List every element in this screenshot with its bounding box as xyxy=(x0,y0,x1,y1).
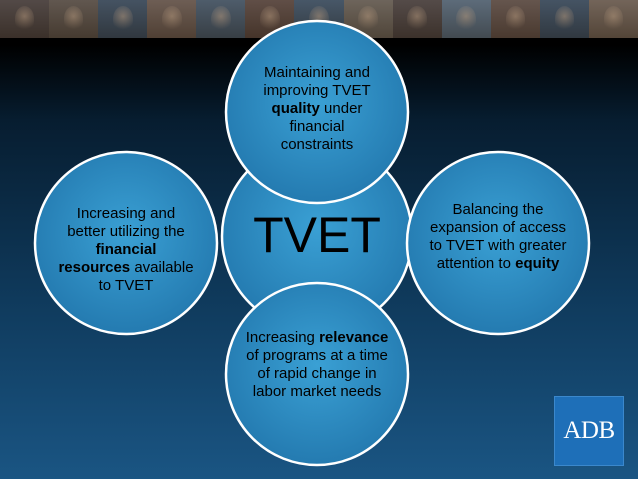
bottom-circle xyxy=(224,281,410,467)
center-label: TVET xyxy=(253,207,381,263)
photo-face xyxy=(98,0,148,38)
bottom-node-text-part: of programs at a time of rapid change in… xyxy=(246,347,388,400)
top-node-text-part: under financial constraints xyxy=(280,100,363,153)
photo-face xyxy=(196,0,246,38)
top-circle xyxy=(224,19,410,205)
top-node-text-part: Maintaining and improving TVET xyxy=(263,64,371,99)
right-node-text: Balancing the expansion of access to TVE… xyxy=(426,201,570,273)
adb-logo-text: ADB xyxy=(563,417,615,444)
photo-face xyxy=(490,0,540,38)
photo-face xyxy=(0,0,50,38)
bottom-node-emphasis: relevance xyxy=(319,329,389,346)
right-circle xyxy=(405,150,591,336)
left-circle xyxy=(33,150,219,336)
top-node-text: Maintaining and improving TVET quality u… xyxy=(252,64,382,154)
photo-face xyxy=(147,0,197,38)
header-photo-strip xyxy=(0,0,638,38)
photo-face xyxy=(441,0,491,38)
left-node-text-part: Increasing and better utilizing the xyxy=(67,205,185,240)
left-node-text-part: available to TVET xyxy=(98,259,194,294)
photo-face xyxy=(539,0,589,38)
left-node-emphasis: financial resources xyxy=(58,241,157,276)
top-node-emphasis: quality xyxy=(271,100,320,117)
photo-face xyxy=(392,0,442,38)
right-node-text-part: Balancing the expansion of access to TVE… xyxy=(429,201,567,272)
photo-face xyxy=(588,0,638,38)
photo-face xyxy=(245,0,295,38)
bottom-node-text: Increasing relevance of programs at a ti… xyxy=(245,329,389,401)
adb-logo: ADB xyxy=(554,396,624,466)
photo-face xyxy=(49,0,99,38)
left-node-text: Increasing and better utilizing the fina… xyxy=(58,205,194,295)
right-node-emphasis: equity xyxy=(515,255,560,272)
bottom-node-text-part: Increasing xyxy=(245,329,320,346)
